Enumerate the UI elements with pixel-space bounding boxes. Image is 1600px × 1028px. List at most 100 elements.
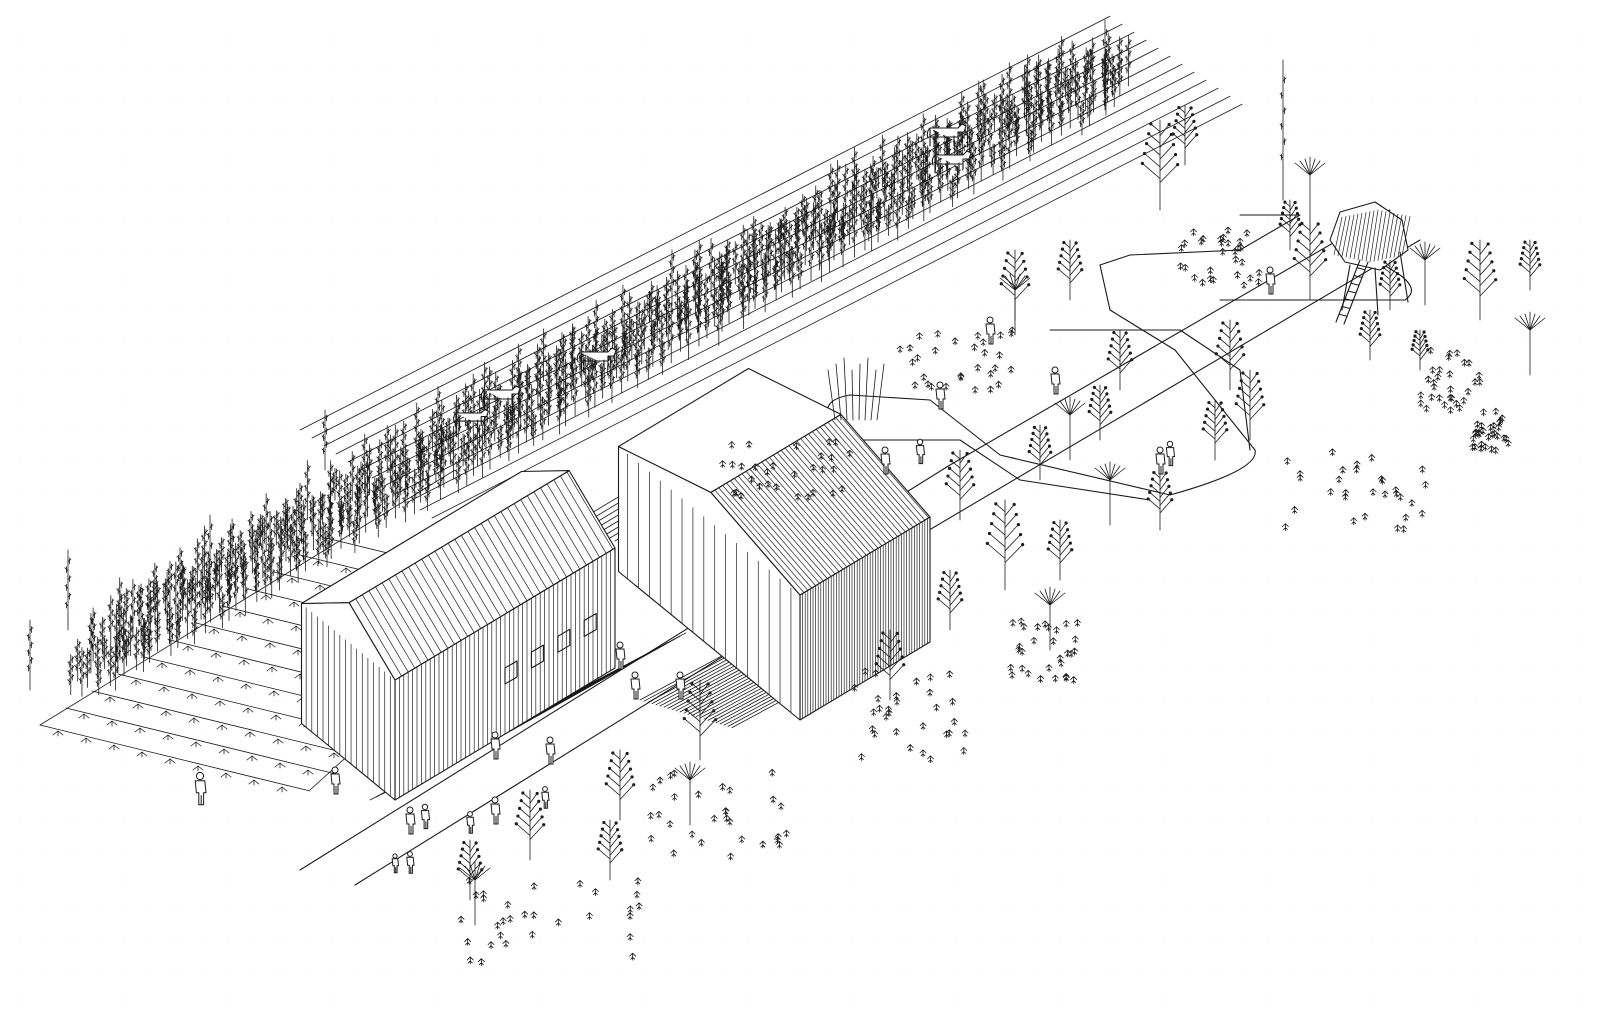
- bg-dot: [279, 99, 281, 101]
- bg-dot: [71, 549, 73, 551]
- bg-dot: [1319, 849, 1321, 851]
- crop-plant: [130, 679, 142, 686]
- poplar-tree: [591, 354, 599, 408]
- bg-dot: [71, 159, 73, 161]
- bg-dot: [435, 249, 437, 251]
- bg-dot: [1241, 909, 1243, 911]
- bg-dot: [1397, 759, 1399, 761]
- bg-dot: [591, 789, 593, 791]
- bg-dot: [1397, 729, 1399, 731]
- bg-dot: [175, 489, 177, 491]
- bg-dot: [123, 819, 125, 821]
- bg-dot: [175, 309, 177, 311]
- bg-dot: [487, 189, 489, 191]
- bg-dot: [1475, 909, 1477, 911]
- bg-dot: [1111, 579, 1113, 581]
- bg-dot: [955, 309, 957, 311]
- bg-dot: [331, 69, 333, 71]
- bg-dot: [539, 729, 541, 731]
- bg-dot: [929, 159, 931, 161]
- bg-dot: [1215, 99, 1217, 101]
- bg-dot: [1189, 279, 1191, 281]
- bg-dot: [1267, 219, 1269, 221]
- bg-dot: [1501, 669, 1503, 671]
- bg-dot: [1449, 489, 1451, 491]
- bg-dot: [669, 219, 671, 221]
- bg-dot: [1163, 669, 1165, 671]
- bg-dot: [591, 999, 593, 1001]
- bg-dot: [903, 969, 905, 971]
- bg-dot: [1241, 999, 1243, 1001]
- bg-dot: [929, 909, 931, 911]
- bg-dot: [1371, 579, 1373, 581]
- bg-dot: [1163, 69, 1165, 71]
- bg-dot: [1007, 999, 1009, 1001]
- bg-dot: [149, 819, 151, 821]
- bg-dot: [1397, 339, 1399, 341]
- bg-dot: [1449, 129, 1451, 131]
- bg-dot: [1137, 939, 1139, 941]
- bg-dot: [1189, 669, 1191, 671]
- bg-dot: [747, 219, 749, 221]
- bg-dot: [799, 999, 801, 1001]
- bg-dot: [175, 69, 177, 71]
- bg-dot: [591, 879, 593, 881]
- bg-dot: [643, 189, 645, 191]
- bg-dot: [1475, 219, 1477, 221]
- bg-dot: [1527, 939, 1529, 941]
- bg-dot: [1189, 789, 1191, 791]
- bg-dot: [123, 429, 125, 431]
- bg-dot: [1189, 159, 1191, 161]
- bg-dot: [513, 129, 515, 131]
- bg-dot: [357, 819, 359, 821]
- bg-dot: [955, 549, 957, 551]
- bg-dot: [1397, 639, 1399, 641]
- bg-dot: [1267, 309, 1269, 311]
- bg-dot: [1475, 39, 1477, 41]
- bg-dot: [1215, 339, 1217, 341]
- bg-dot: [357, 909, 359, 911]
- poplar-tree: [751, 275, 759, 310]
- bg-dot: [1059, 879, 1061, 881]
- bg-dot: [1007, 579, 1009, 581]
- bg-dot: [1059, 699, 1061, 701]
- bg-dot: [591, 939, 593, 941]
- bg-dot: [1111, 699, 1113, 701]
- bg-dot: [1475, 609, 1477, 611]
- bg-dot: [929, 459, 931, 461]
- bg-dot: [643, 69, 645, 71]
- bg-dot: [97, 459, 99, 461]
- bg-dot: [1319, 879, 1321, 881]
- bg-dot: [1475, 759, 1477, 761]
- bg-dot: [1527, 99, 1529, 101]
- bg-dot: [539, 189, 541, 191]
- bg-dot: [1007, 249, 1009, 251]
- bg-dot: [19, 879, 21, 881]
- bg-dot: [279, 429, 281, 431]
- bg-dot: [487, 249, 489, 251]
- bg-dot: [331, 879, 333, 881]
- bg-dot: [357, 429, 359, 431]
- bg-dot: [227, 219, 229, 221]
- bg-dot: [71, 219, 73, 221]
- bg-dot: [1345, 819, 1347, 821]
- bg-dot: [97, 999, 99, 1001]
- bg-dot: [71, 369, 73, 371]
- bg-dot: [175, 219, 177, 221]
- bg-dot: [461, 219, 463, 221]
- poplar-tree: [437, 454, 444, 500]
- bg-dot: [201, 129, 203, 131]
- bg-dot: [851, 309, 853, 311]
- bg-dot: [71, 489, 73, 491]
- bg-dot: [175, 39, 177, 41]
- bg-dot: [123, 99, 125, 101]
- bg-dot: [1371, 999, 1373, 1001]
- bg-dot: [71, 729, 73, 731]
- bg-dot: [1033, 759, 1035, 761]
- bg-dot: [1397, 99, 1399, 101]
- bg-dot: [435, 819, 437, 821]
- bg-dot: [981, 999, 983, 1001]
- bg-dot: [955, 39, 957, 41]
- bg-dot: [1085, 549, 1087, 551]
- bg-dot: [1267, 459, 1269, 461]
